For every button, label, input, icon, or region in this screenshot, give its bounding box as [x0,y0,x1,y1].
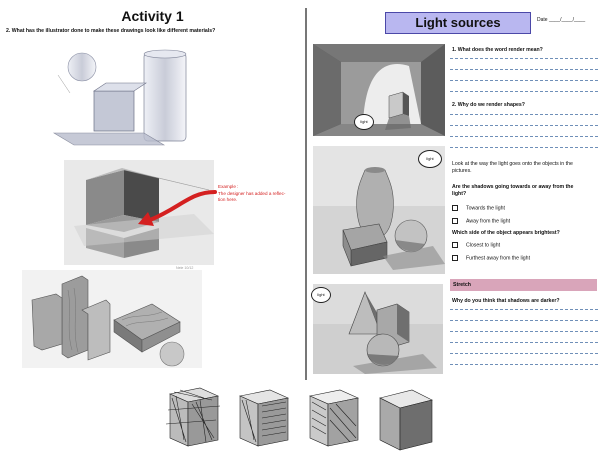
reflection-block-illustration [64,160,214,265]
cube-sketch-4 [379,389,433,451]
cube-sketch-2 [239,389,289,447]
bright-question: Which side of the object appears brighte… [452,230,560,236]
answer-line[interactable] [450,114,598,115]
activity-title: Activity 1 [121,8,184,24]
option-label: Furthest away from the light [466,255,531,262]
shadow-question: Are the shadows going towards or away fr… [452,184,600,198]
answer-line[interactable] [450,331,598,332]
answer-line[interactable] [450,58,598,59]
instruction-line: Look at the way the light goes onto the … [452,161,573,167]
glass-objects-illustration [44,45,204,155]
cone-sphere-illustration [313,284,443,374]
stretch-bar: Stretch [450,279,597,291]
shadow-question-line: Are the shadows going towards or away fr… [452,184,574,190]
option-label: Towards the light [466,205,505,212]
checkbox[interactable] [452,205,458,211]
answer-line[interactable] [450,342,598,343]
wood-shapes-illustration [22,270,202,368]
page-divider [305,8,307,380]
light-tag: light [311,287,331,303]
annotation-note: Example : The designer has added a refle… [218,184,298,204]
option-away[interactable]: Away from the light [452,218,510,225]
answer-line[interactable] [450,309,598,310]
checkbox[interactable] [452,242,458,248]
answer-line[interactable] [450,364,598,365]
annotation-line: Example : [218,184,239,189]
checkbox[interactable] [452,218,458,224]
question-render-meaning: 1. What does the word render mean? [452,47,543,53]
checkbox[interactable] [452,255,458,261]
light-instruction: Look at the way the light goes onto the … [452,161,600,175]
answer-line[interactable] [450,69,598,70]
option-label: Away from the light [466,218,511,225]
question-why-render: 2. Why do we render shapes? [452,102,525,108]
answer-line[interactable] [450,147,598,148]
option-closest[interactable]: Closest to light [452,242,500,249]
date-field[interactable]: Date ____/____/____ [537,17,586,23]
artist-signature: Nele 10/12 [176,266,194,270]
vase-sphere-illustration [313,146,445,274]
cube-sketch-3 [309,389,359,447]
annotation-line: tion here. [218,197,238,202]
option-towards[interactable]: Towards the light [452,205,505,212]
answer-line[interactable] [450,353,598,354]
instruction-line: pictures. [452,168,472,174]
answer-line[interactable] [450,91,598,92]
light-tag-label: light [317,292,325,297]
light-tag: light [354,114,374,130]
option-label: Closest to light [466,242,501,249]
light-sources-title: Light sources [385,12,531,34]
light-tag-label: light [360,119,368,124]
light-tag: light [418,150,442,168]
cube-sketch-1 [165,387,221,447]
annotation-line: The designer has added a reflec- [218,190,286,196]
light-tag-label: light [426,156,434,161]
answer-line[interactable] [450,125,598,126]
option-furthest[interactable]: Furthest away from the light [452,255,530,262]
annotation-arrow [138,190,217,226]
answer-line[interactable] [450,80,598,81]
hatched-cube-sketches [165,387,433,451]
shadow-question-line: light? [452,191,467,197]
room-light-illustration [313,44,445,136]
question-materials: 2. What has the illustrator done to make… [6,28,216,34]
answer-line[interactable] [450,136,598,137]
answer-line[interactable] [450,320,598,321]
stretch-question: Why do you think that shadows are darker… [452,298,560,304]
